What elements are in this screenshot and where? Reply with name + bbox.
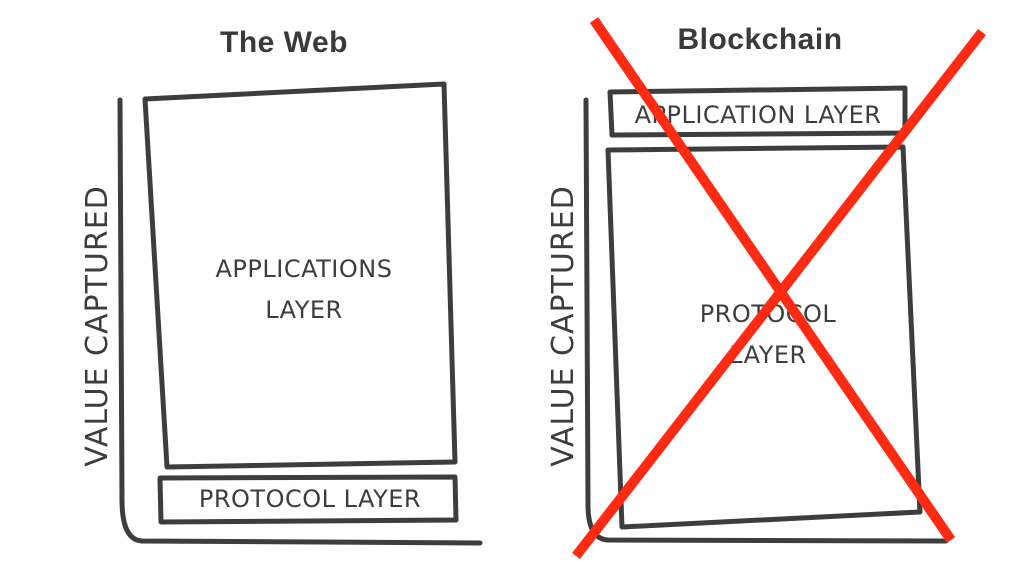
left-axis <box>117 97 483 546</box>
right-protocol-layer-box <box>605 144 923 530</box>
left-applications-layer-label-line1: APPLICATIONS <box>216 255 393 283</box>
left-protocol-layer-box <box>157 474 459 525</box>
cross-stroke-1 <box>589 17 956 543</box>
red-x-cross-out <box>572 17 986 560</box>
left-panel-title: The Web <box>220 26 348 59</box>
left-axis-label: VALUE CAPTURED <box>80 185 115 467</box>
right-application-layer-label: APPLICATION LAYER <box>635 101 882 129</box>
right-axis-label: VALUE CAPTURED <box>546 185 581 467</box>
left-panel: The Web VALUE CAPTURED APPLICATIONS LAYE… <box>80 26 483 546</box>
right-panel-title: Blockchain <box>677 23 842 56</box>
right-panel: Blockchain VALUE CAPTURED APPLICATION LA… <box>546 17 986 560</box>
left-applications-layer-box <box>142 81 458 470</box>
left-protocol-layer-label: PROTOCOL LAYER <box>199 485 421 513</box>
cross-stroke-2 <box>572 28 986 560</box>
left-applications-layer-label-line2: LAYER <box>265 296 342 324</box>
